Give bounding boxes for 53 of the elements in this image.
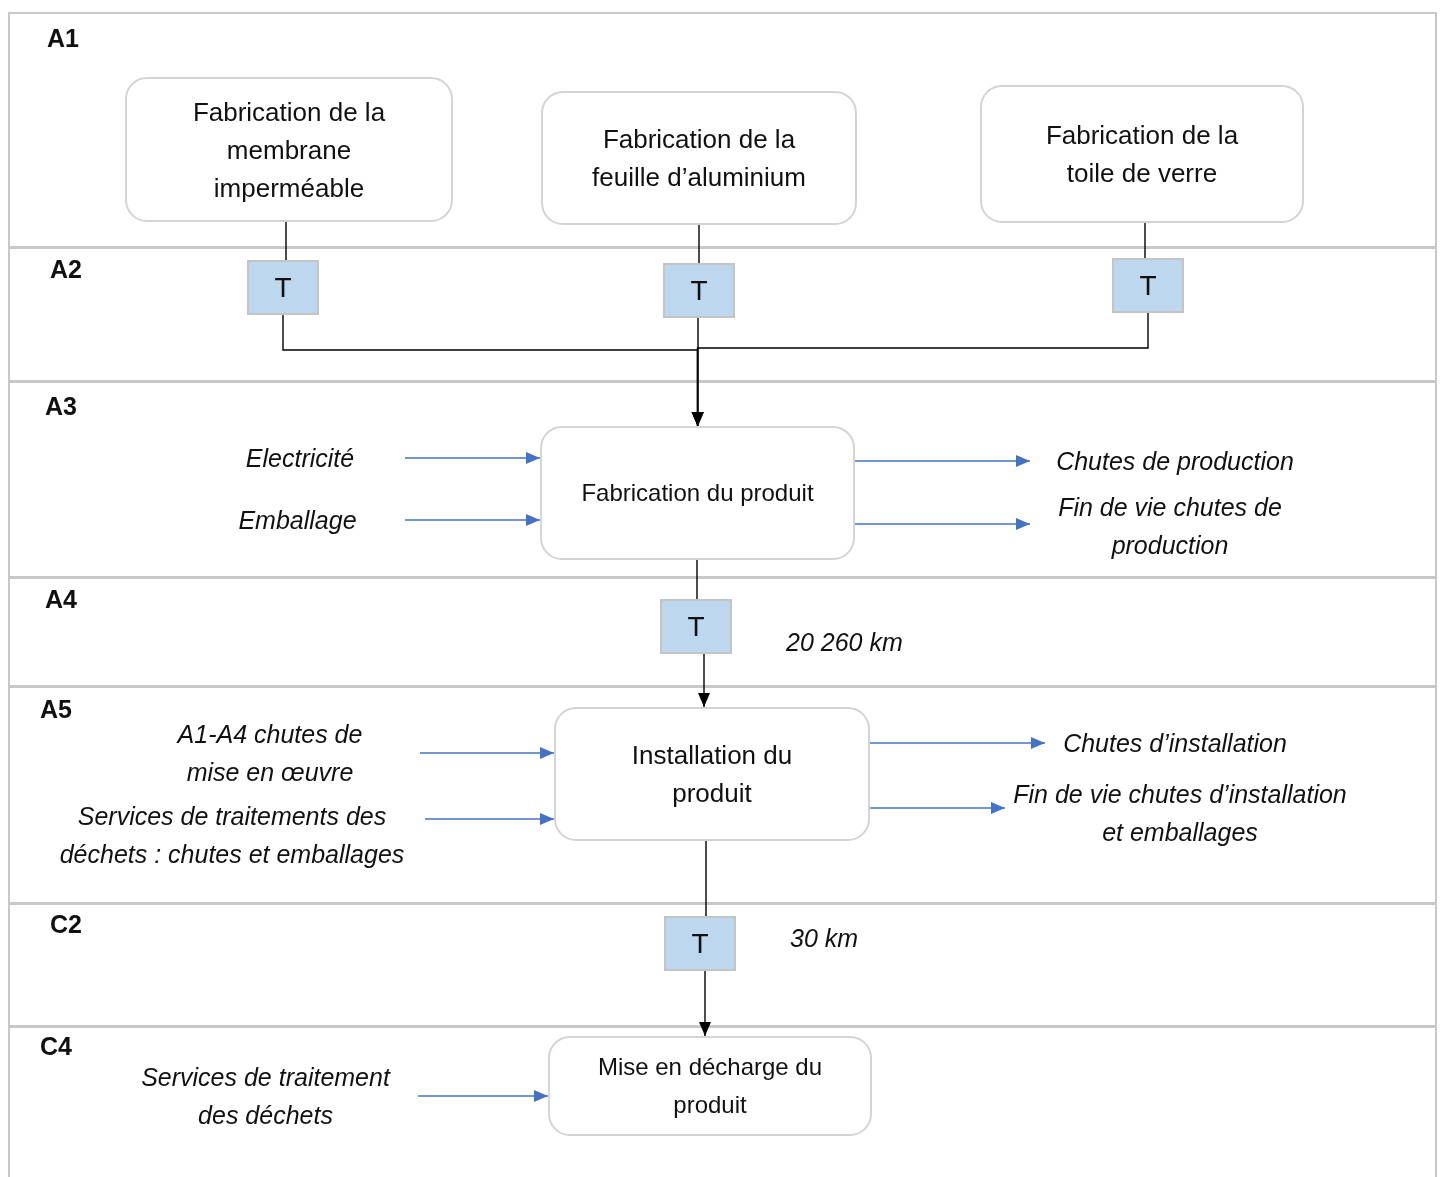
flow-text: Emballage (195, 497, 400, 542)
arrow (424, 813, 555, 825)
flow-text: Fin de vie chutes d’installation et emballages (1005, 775, 1355, 850)
stage-band (8, 1026, 1437, 1177)
transport-box: T (1112, 258, 1184, 313)
flow-text: Fin de vie chutes de production (1030, 488, 1310, 563)
transport-box: T (664, 916, 736, 971)
connector-line (696, 559, 698, 600)
flow-text: Chutes de production (1030, 441, 1320, 481)
arrow (417, 1090, 549, 1102)
process-box: Fabrication de la toile de verre (980, 85, 1304, 223)
connector-line (698, 224, 700, 264)
stage-band (8, 903, 1437, 1027)
flow-text: Services de traitements des déchets : chutes et emballages (44, 797, 420, 872)
stage-band (8, 247, 1437, 382)
stage-band (8, 577, 1437, 687)
process-box: Installation du produit (554, 707, 870, 841)
flow-text: Services de traitement des déchets (118, 1058, 413, 1133)
arrow (699, 970, 711, 1037)
arrow (869, 737, 1046, 749)
arrow (419, 747, 555, 759)
arrow (854, 518, 1031, 530)
process-box: Fabrication du produit (540, 426, 855, 560)
flow-text: A1-A4 chutes de mise en œuvre (125, 715, 415, 790)
flow-text: Chutes d’installation (1045, 723, 1305, 763)
distance-label: 20 260 km (786, 628, 903, 657)
arrow (869, 802, 1006, 814)
transport-box: T (660, 599, 732, 654)
stage-label: A1 (47, 24, 79, 53)
stage-label: C2 (50, 910, 82, 939)
distance-label: 30 km (790, 924, 859, 953)
stage-label: A2 (50, 255, 82, 284)
transport-box: T (247, 260, 319, 315)
flow-text: Electricité (200, 435, 400, 480)
arrow (698, 653, 710, 708)
arrow (404, 452, 541, 464)
process-box: Fabrication de la membrane imperméable (125, 77, 453, 222)
stage-band (8, 686, 1437, 904)
connector-line (1144, 222, 1146, 259)
arrow (691, 312, 1149, 427)
process-box: Fabrication de la feuille d’aluminium (541, 91, 857, 225)
stage-band (8, 381, 1437, 578)
stage-label: C4 (40, 1032, 72, 1061)
connector-line (285, 221, 287, 261)
stage-band (8, 12, 1437, 248)
stage-label: A3 (45, 392, 77, 421)
arrow (404, 514, 541, 526)
stage-label: A4 (45, 585, 77, 614)
arrow (854, 455, 1031, 467)
stage-label: A5 (40, 695, 72, 724)
transport-box: T (663, 263, 735, 318)
process-box: Mise en décharge du produit (548, 1036, 872, 1136)
connector-line (705, 840, 707, 917)
